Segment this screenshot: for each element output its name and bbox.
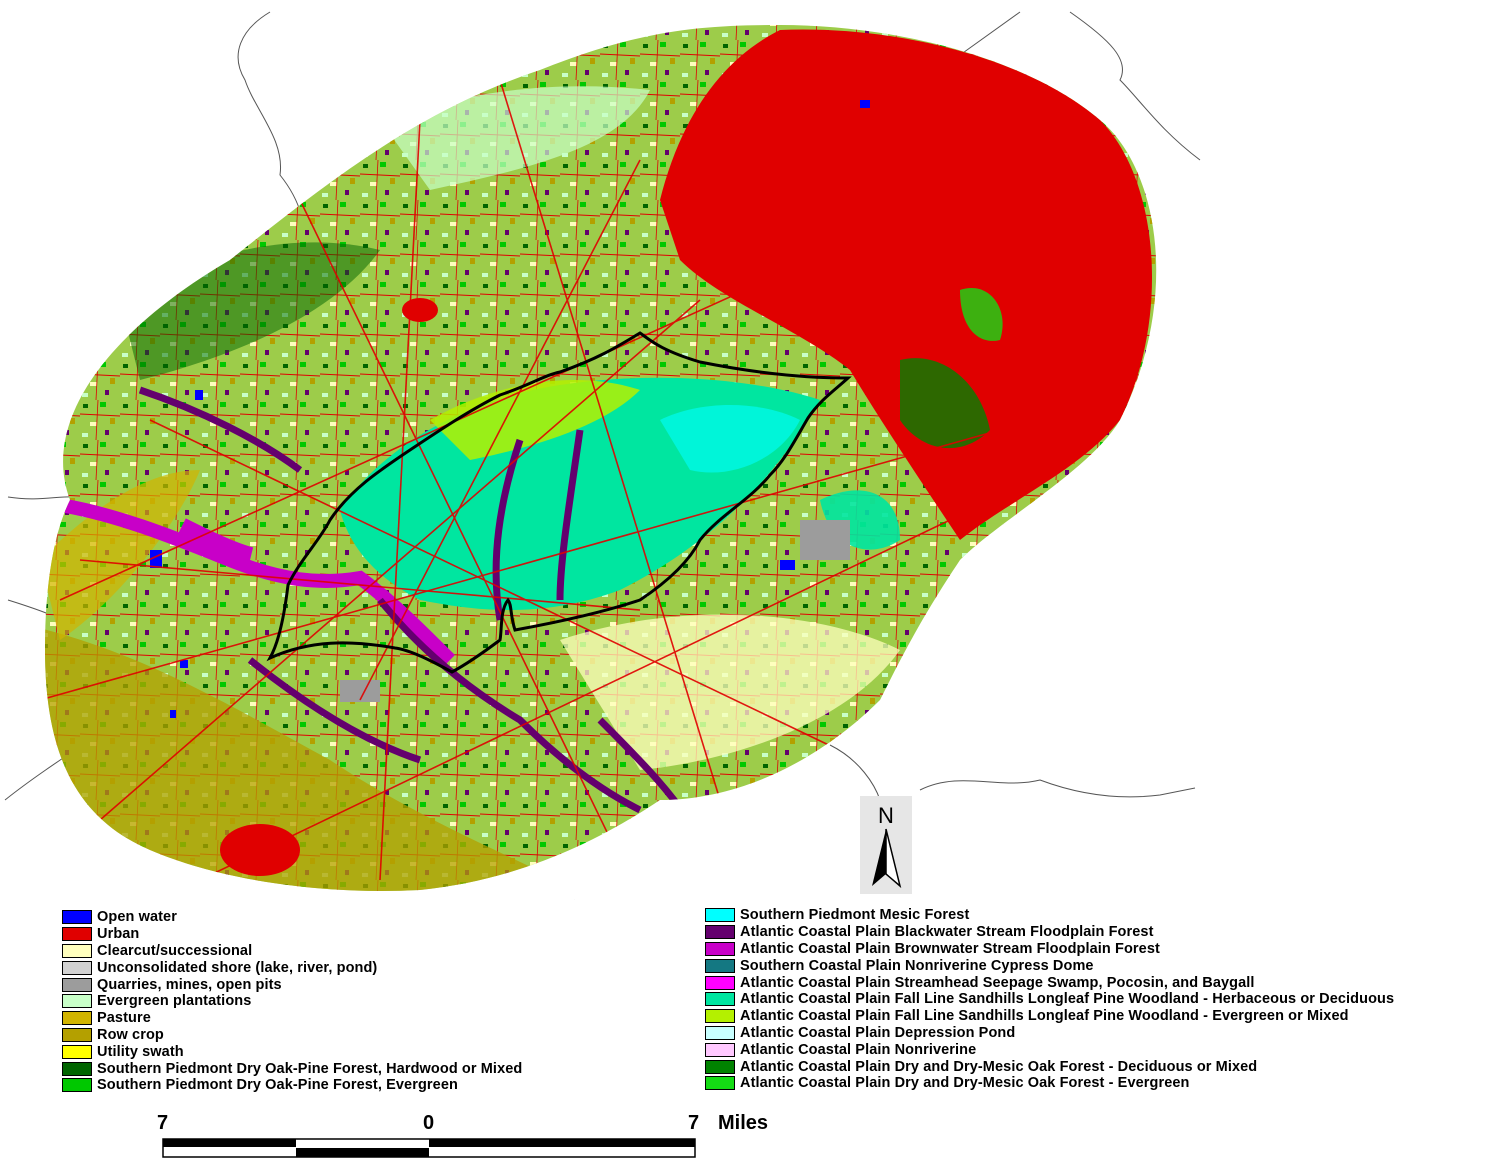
legend-label: Atlantic Coastal Plain Brownwater Stream… [740, 940, 1160, 957]
legend-label: Southern Piedmont Dry Oak-Pine Forest, E… [97, 1077, 458, 1094]
legend-item: Urban [62, 926, 522, 943]
legend-item: Atlantic Coastal Plain Brownwater Stream… [705, 941, 1394, 958]
scale-left-label: 7 [157, 1112, 169, 1134]
legend-item: Quarries, mines, open pits [62, 976, 522, 993]
legend-swatch [705, 975, 735, 990]
legend-item: Southern Coastal Plain Nonriverine Cypre… [705, 957, 1394, 974]
legend-item: Pasture [62, 1010, 522, 1027]
legend-label: Row crop [97, 1026, 164, 1043]
legend-item: Atlantic Coastal Plain Fall Line Sandhil… [705, 1008, 1394, 1025]
legend-label: Atlantic Coastal Plain Nonriverine [740, 1041, 977, 1058]
legend-swatch [62, 1011, 92, 1026]
legend-swatch [62, 927, 92, 942]
legend-swatch [62, 1027, 92, 1042]
land-cover-map [4, 11, 1201, 900]
legend-label: Atlantic Coastal Plain Fall Line Sandhil… [740, 991, 1395, 1008]
legend-swatch [705, 908, 735, 923]
legend-item: Southern Piedmont Mesic Forest [705, 907, 1394, 924]
legend-label: Unconsolidated shore (lake, river, pond) [97, 959, 378, 976]
legend-label: Pasture [97, 1010, 151, 1027]
legend-label: Atlantic Coastal Plain Dry and Dry-Mesic… [740, 1058, 1258, 1075]
legend-swatch [62, 977, 92, 992]
north-arrow: N [860, 796, 912, 894]
legend-item: Atlantic Coastal Plain Fall Line Sandhil… [705, 991, 1394, 1008]
legend-swatch [62, 910, 92, 925]
land-cover-region [45, 25, 1157, 891]
legend-label: Quarries, mines, open pits [97, 976, 282, 993]
legend-swatch [62, 960, 92, 975]
legend-item: Atlantic Coastal Plain Depression Pond [705, 1025, 1394, 1042]
legend-item: Atlantic Coastal Plain Dry and Dry-Mesic… [705, 1058, 1394, 1075]
legend-label: Clearcut/successional [97, 942, 253, 959]
legend-label: Southern Coastal Plain Nonriverine Cypre… [740, 957, 1094, 974]
legend-swatch [705, 1059, 735, 1074]
legend-swatch [705, 958, 735, 973]
legend-label: Atlantic Coastal Plain Depression Pond [740, 1024, 1016, 1041]
legend-item: Open water [62, 909, 522, 926]
legend-label: Southern Piedmont Mesic Forest [740, 907, 970, 924]
legend-label: Atlantic Coastal Plain Dry and Dry-Mesic… [740, 1075, 1190, 1092]
scale-unit-label: Miles [718, 1112, 769, 1134]
legend-item: Atlantic Coastal Plain Nonriverine [705, 1041, 1394, 1058]
legend-item: Row crop [62, 1027, 522, 1044]
legend-item: Utility swath [62, 1043, 522, 1060]
legend-label: Southern Piedmont Dry Oak-Pine Forest, H… [97, 1060, 523, 1077]
scale-bar-graphic [162, 1138, 696, 1158]
legend-swatch [705, 1009, 735, 1024]
legend-swatch [705, 992, 735, 1007]
scale-center-label: 0 [423, 1112, 435, 1134]
legend-swatch [705, 941, 735, 956]
legend-item: Atlantic Coastal Plain Blackwater Stream… [705, 924, 1394, 941]
legend-item: Unconsolidated shore (lake, river, pond) [62, 959, 522, 976]
study-area-boundary [266, 331, 852, 674]
legend-label: Utility swath [97, 1043, 184, 1060]
legend-swatch [62, 1078, 92, 1093]
legend-label: Open water [97, 909, 177, 926]
legend-label: Evergreen plantations [97, 993, 252, 1010]
legend-item: Southern Piedmont Dry Oak-Pine Forest, H… [62, 1060, 522, 1077]
legend-item: Atlantic Coastal Plain Dry and Dry-Mesic… [705, 1075, 1394, 1092]
north-arrow-icon [872, 829, 886, 886]
scale-right-label: 7 [688, 1112, 700, 1134]
legend-swatch [705, 1076, 735, 1091]
legend-swatch [62, 943, 92, 958]
legend-item: Atlantic Coastal Plain Streamhead Seepag… [705, 974, 1394, 991]
legend-label: Atlantic Coastal Plain Fall Line Sandhil… [740, 1008, 1349, 1025]
legend-swatch [705, 1042, 735, 1057]
legend-swatch [62, 1044, 92, 1059]
legend-swatch [62, 1061, 92, 1076]
legend-label: Urban [97, 926, 140, 943]
legend-swatch [705, 1025, 735, 1040]
legend-label: Atlantic Coastal Plain Blackwater Stream… [740, 924, 1154, 941]
north-arrow-label: N [878, 803, 894, 828]
legend-label: Atlantic Coastal Plain Streamhead Seepag… [740, 974, 1255, 991]
legend-swatch [705, 925, 735, 940]
legend-swatch [62, 994, 92, 1009]
legend-item: Evergreen plantations [62, 993, 522, 1010]
legend-item: Clearcut/successional [62, 943, 522, 960]
legend-item: Southern Piedmont Dry Oak-Pine Forest, E… [62, 1077, 522, 1094]
